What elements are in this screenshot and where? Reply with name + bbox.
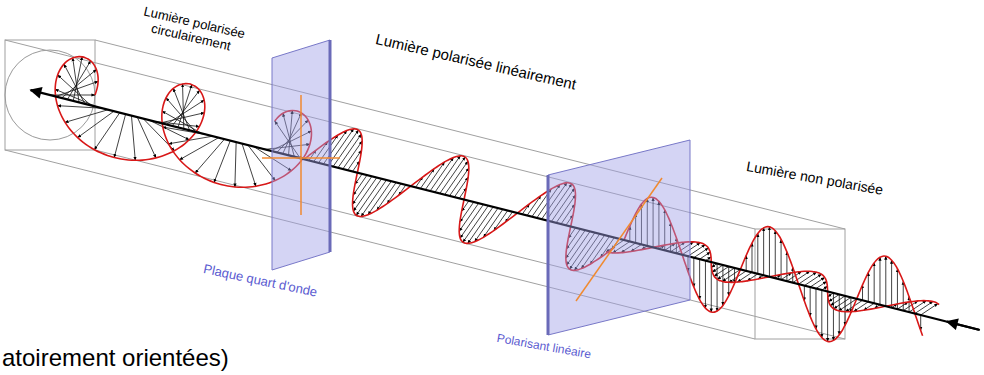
field-vector: [885, 256, 886, 306]
field-vector: [868, 272, 869, 301]
field-vector: [821, 290, 822, 338]
field-vector: [757, 233, 758, 273]
field-vector: [815, 289, 816, 329]
field-vector: [483, 209, 502, 237]
plate-label: Plaque quart d'onde: [202, 262, 319, 301]
field-vector: [699, 259, 700, 299]
field-vector: [769, 227, 770, 277]
field-vector: [338, 134, 361, 168]
field-vector: [833, 293, 834, 341]
field-vector: [137, 117, 156, 158]
wave-label: Lumière polarisée linéairement: [374, 30, 578, 93]
field-vector: [810, 287, 811, 316]
field-vector: [387, 184, 401, 204]
field-vector: [353, 178, 376, 212]
field-vector: [891, 260, 892, 308]
field-vector: [425, 162, 444, 190]
field-vector: [242, 144, 256, 187]
optical-plates: [262, 40, 690, 335]
field-vector: [903, 281, 904, 310]
field-vector: [50, 95, 95, 96]
field-vector: [183, 84, 184, 129]
polarizer-axis: [576, 178, 662, 301]
field-vector: [717, 268, 734, 279]
plate-label: Polarisant linéaire: [496, 332, 592, 362]
field-vector: [804, 274, 821, 285]
field-vector: [717, 264, 718, 312]
field-vector: [921, 304, 938, 315]
field-vector: [763, 228, 764, 276]
plate-axis: [262, 157, 340, 159]
field-vector: [114, 114, 125, 158]
wave-label: Lumière polarisée circulairement: [128, 2, 257, 59]
field-vector: [527, 196, 541, 216]
wave-label: Lumière non polarisée: [745, 158, 884, 198]
propagation-axis: [31, 90, 980, 330]
field-vector: [195, 139, 224, 173]
field-vector: [460, 205, 483, 239]
field-vector: [420, 169, 434, 189]
field-vector: [361, 180, 386, 217]
field-vector: [73, 58, 79, 103]
field-vector: [435, 156, 460, 193]
field-vector: [722, 265, 723, 305]
box-edge: [95, 150, 845, 339]
field-vector: [786, 252, 787, 281]
field-vector: [775, 231, 776, 279]
field-vector: [94, 113, 119, 150]
field-vector: [328, 129, 353, 166]
field-vector: [831, 296, 846, 306]
field-vector: [67, 61, 90, 100]
field-vector: [78, 111, 114, 137]
caption-fragment: atoirement orientées): [2, 344, 229, 372]
quarter-wave-plate: [272, 40, 330, 270]
axis-line: [31, 90, 980, 330]
field-vector: [445, 161, 468, 195]
plate-axis: [300, 95, 302, 215]
field-vector: [879, 257, 880, 305]
field-vector: [368, 181, 391, 215]
field-vector: [834, 297, 851, 308]
field-vector: [714, 267, 729, 277]
field-vector: [180, 138, 219, 160]
field-vector: [468, 207, 493, 244]
field-vector: [235, 142, 236, 187]
linear-polarizer: [548, 140, 690, 335]
field-vector: [688, 245, 705, 256]
field-vector: [839, 294, 840, 334]
wave-vectors: [50, 57, 939, 342]
field-vector: [475, 208, 498, 242]
field-vector: [693, 258, 694, 287]
field-vector: [494, 211, 508, 231]
plate-edge: [329, 40, 332, 252]
field-vector: [214, 141, 230, 183]
field-vector: [915, 302, 933, 314]
field-vector: [166, 98, 195, 132]
plate-edge: [547, 175, 550, 335]
field-vector: [728, 267, 729, 296]
field-vector: [694, 248, 709, 258]
field-vector: [810, 277, 825, 287]
field-vector: [874, 263, 875, 303]
field-vector: [845, 296, 846, 325]
field-vector: [705, 261, 706, 309]
field-vector: [131, 116, 135, 161]
field-vector: [751, 243, 752, 272]
field-vector: [799, 272, 817, 284]
incoming-arrow: [947, 322, 979, 330]
field-vector: [430, 157, 453, 191]
field-vector: [377, 182, 396, 210]
